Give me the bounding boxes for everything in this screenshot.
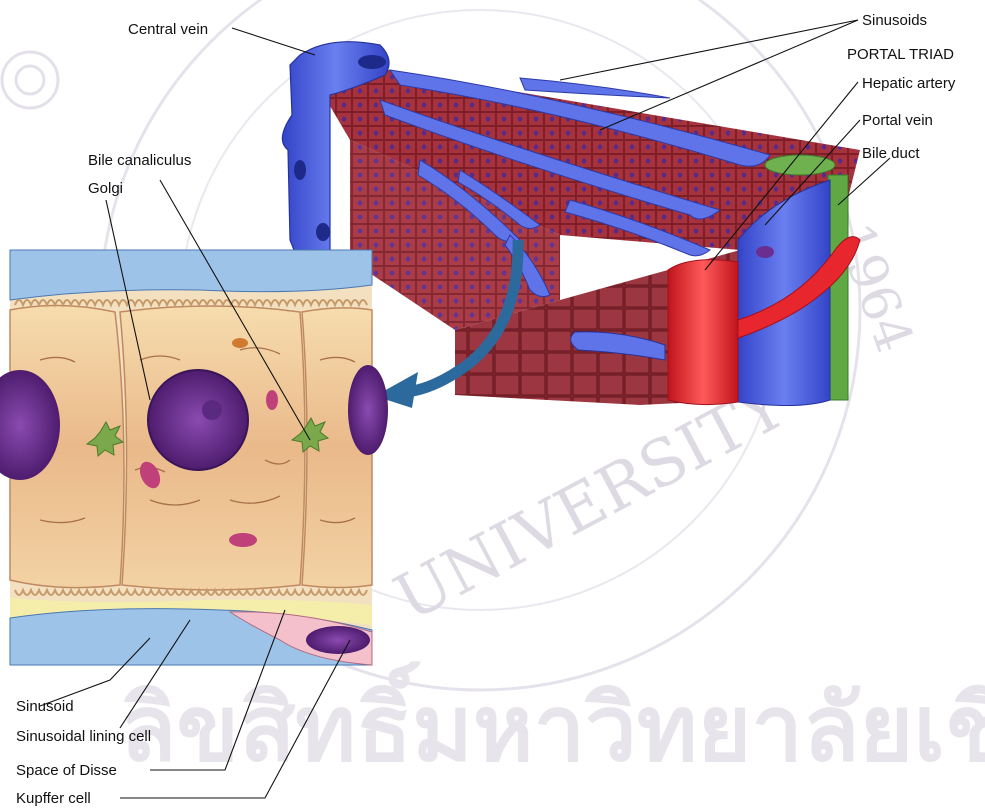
nucleus-right [348,365,388,455]
lysosome [232,338,248,348]
label-space-of-disse: Space of Disse [16,762,117,779]
triad-top [765,155,835,175]
label-sinusoid: Sinusoid [16,698,74,715]
label-bile-canaliculus: Bile canaliculus [88,152,191,169]
hepatic-artery-vessel [668,260,738,405]
watermark-emblem [2,52,58,108]
label-portal-triad: PORTAL TRIAD [847,46,954,63]
label-sinusoidal-lining-cell: Sinusoidal lining cell [16,728,151,745]
label-sinusoids: Sinusoids [862,12,927,29]
hepatocyte-inset [0,250,388,665]
label-kupffer-cell: Kupffer cell [16,790,91,807]
kupffer-cell-nucleus [306,626,370,654]
label-hepatic-artery: Hepatic artery [862,75,956,92]
watermark-thai: ลิขสิทธิ์มหาวิทยาลัยเชียงใหม่ [120,660,985,782]
label-golgi: Golgi [88,180,123,197]
nucleus-center [148,370,248,470]
bile-duct-vessel [828,175,848,400]
nucleolus [202,400,222,420]
label-bile-duct: Bile duct [862,145,920,162]
watermark-university: UNIVERSITY [383,369,798,637]
label-portal-vein: Portal vein [862,112,933,129]
label-central-vein: Central vein [128,21,208,38]
